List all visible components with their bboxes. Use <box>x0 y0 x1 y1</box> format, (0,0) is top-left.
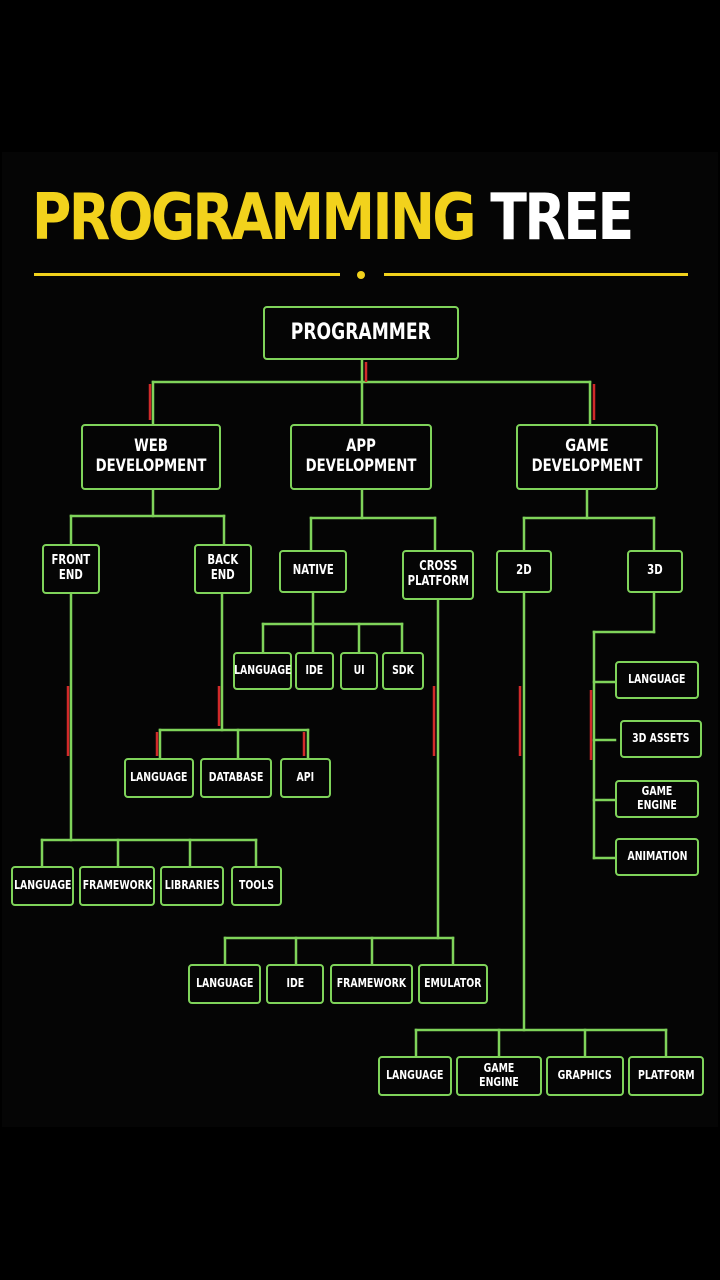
node-app-development: APP DEVELOPMENT <box>290 424 432 490</box>
title-underline-left <box>34 273 340 276</box>
node-front-libraries: LIBRARIES <box>160 866 224 906</box>
node-3d-language: LANGUAGE <box>615 661 699 699</box>
node-back-language: LANGUAGE <box>124 758 194 798</box>
node-3d-game-engine: GAME ENGINE <box>615 780 699 818</box>
node-front-language: LANGUAGE <box>11 866 74 906</box>
node-3d-assets: 3D ASSETS <box>620 720 702 758</box>
node-2d-language: LANGUAGE <box>378 1056 452 1096</box>
node-3d: 3D <box>627 550 683 593</box>
node-native-ide: IDE <box>295 652 334 690</box>
node-2d-graphics: GRAPHICS <box>546 1056 624 1096</box>
node-cross-framework: FRAMEWORK <box>330 964 413 1004</box>
diagram-title: PROGRAMMING TREE <box>32 168 634 268</box>
title-part-tree: TREE <box>490 181 634 255</box>
node-2d: 2D <box>496 550 552 593</box>
node-front-framework: FRAMEWORK <box>79 866 155 906</box>
node-native-language: LANGUAGE <box>233 652 292 690</box>
node-front-tools: TOOLS <box>231 866 282 906</box>
node-front-end: FRONT END <box>42 544 100 594</box>
node-cross-ide: IDE <box>266 964 324 1004</box>
node-native: NATIVE <box>279 550 347 593</box>
node-cross-platform: CROSS PLATFORM <box>402 550 474 600</box>
node-2d-game-engine: GAME ENGINE <box>456 1056 542 1096</box>
node-cross-language: LANGUAGE <box>188 964 261 1004</box>
node-2d-platform: PLATFORM <box>628 1056 704 1096</box>
node-3d-animation: ANIMATION <box>615 838 699 876</box>
node-back-api: API <box>280 758 331 798</box>
node-native-sdk: SDK <box>382 652 424 690</box>
title-underline-right <box>384 273 688 276</box>
node-native-ui: UI <box>340 652 378 690</box>
node-programmer: PROGRAMMER <box>263 306 459 360</box>
title-underline-dot <box>357 271 365 279</box>
node-cross-emulator: EMULATOR <box>418 964 488 1004</box>
node-back-database: DATABASE <box>200 758 272 798</box>
node-game-development: GAME DEVELOPMENT <box>516 424 658 490</box>
node-web-development: WEB DEVELOPMENT <box>81 424 221 490</box>
node-back-end: BACK END <box>194 544 252 594</box>
title-part-programming: PROGRAMMING <box>32 181 477 255</box>
